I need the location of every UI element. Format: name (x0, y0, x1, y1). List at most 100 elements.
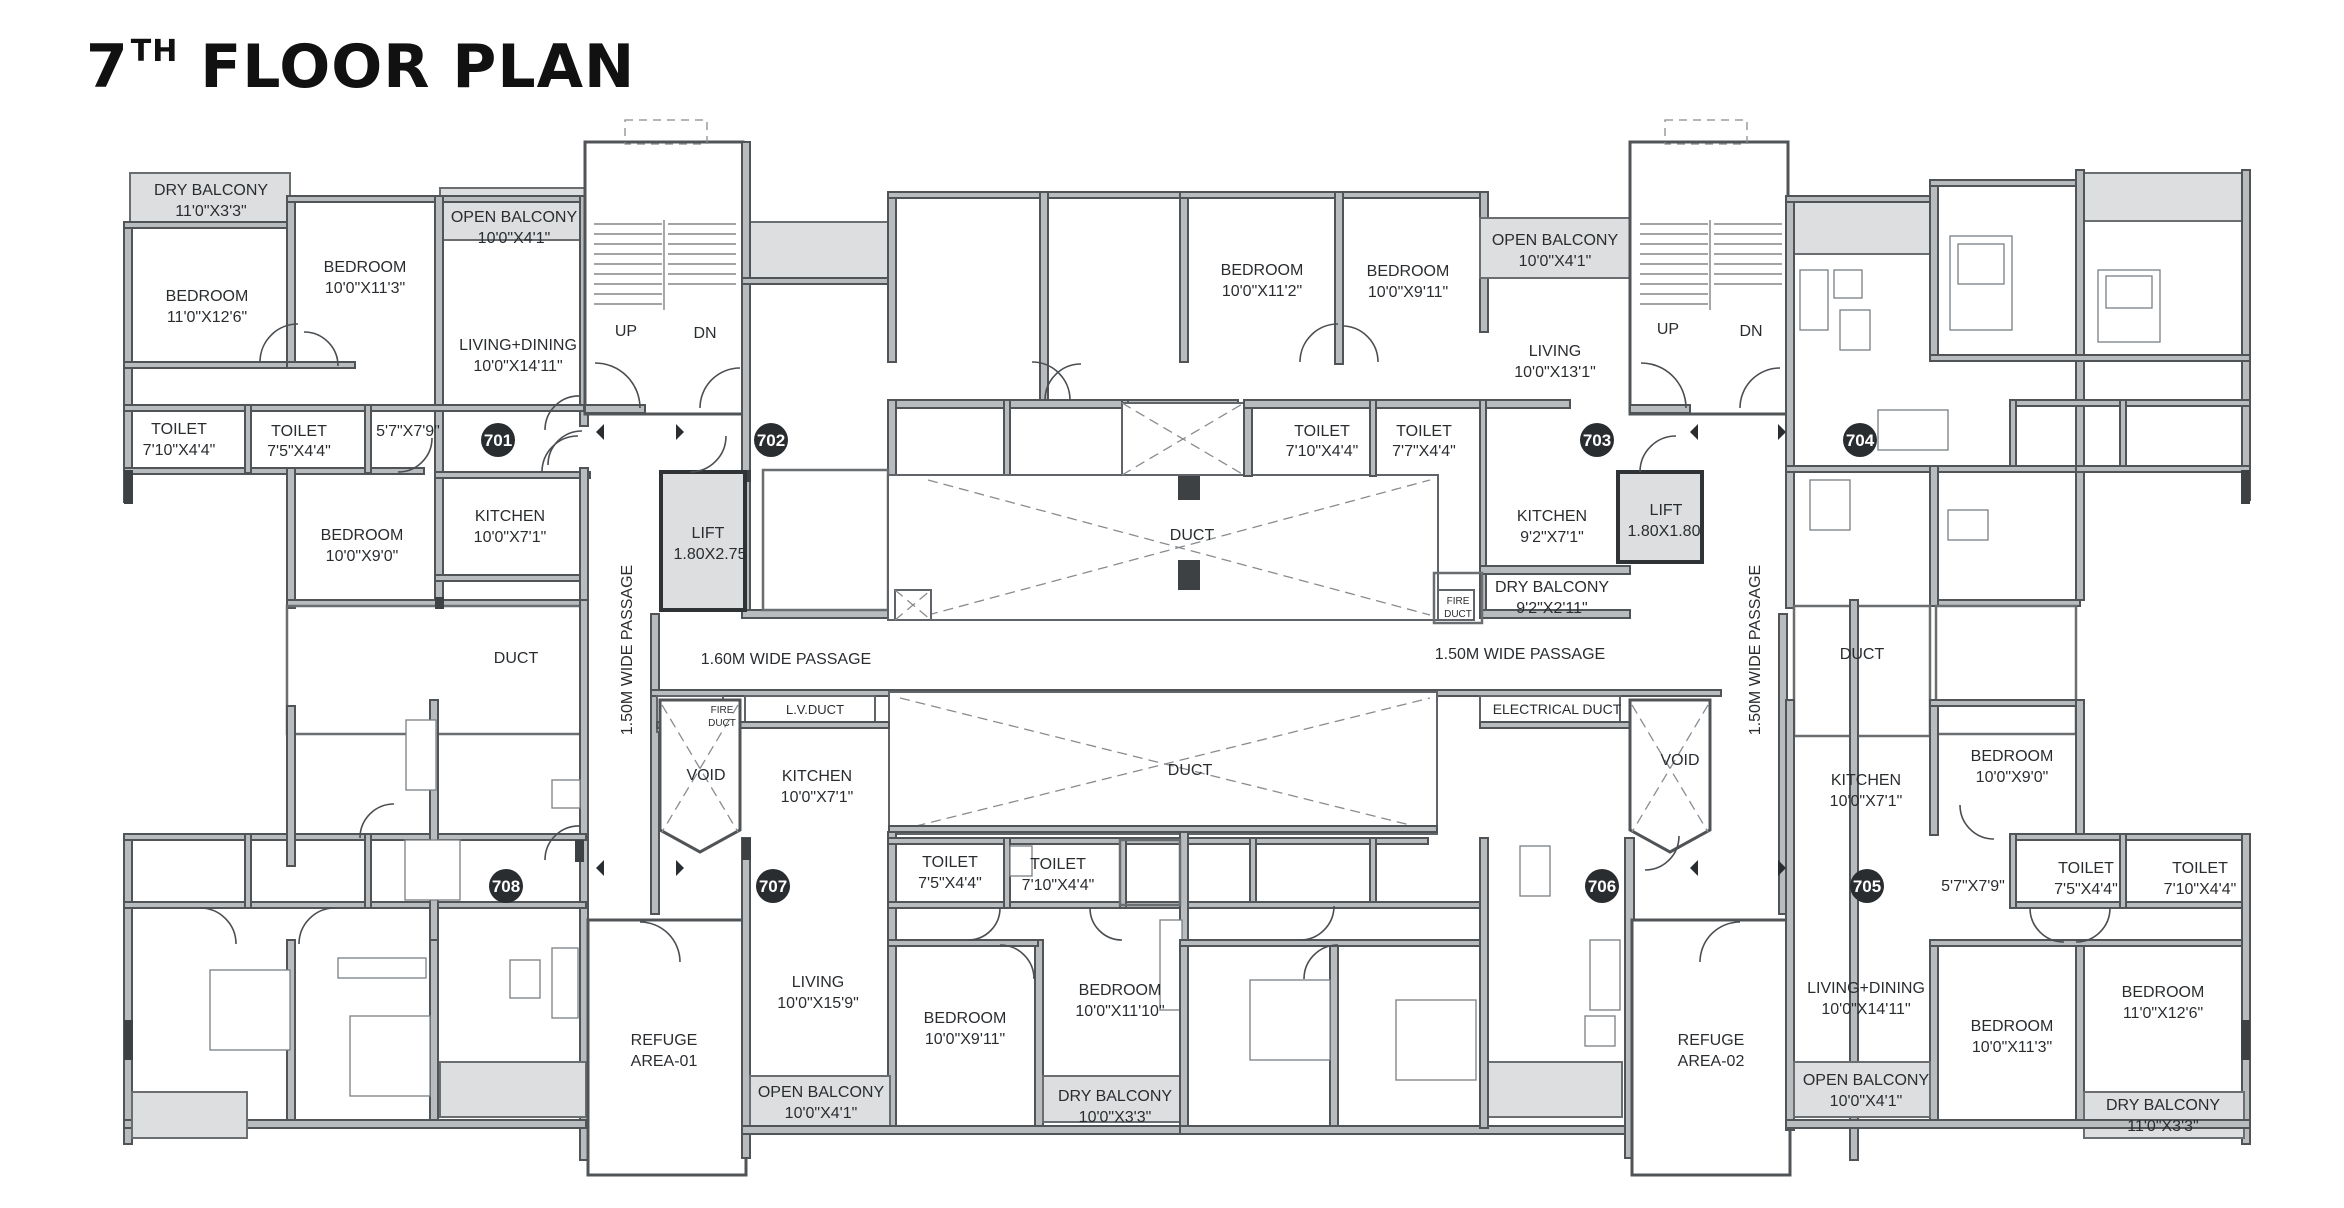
void-left-label: VOID (686, 767, 725, 784)
unit-707-furniture (1009, 845, 1183, 1011)
unit-706-walls (1179, 837, 1635, 1159)
unit-badge-706: 706 (1585, 869, 1619, 903)
fire-duct-top-line1: FIRE (1447, 596, 1470, 607)
unit-badge-703: 703 (1580, 423, 1614, 457)
lv-duct-label: L.V.DUCT (786, 702, 844, 717)
room-label-701-bedroom3-name: BEDROOM (321, 527, 404, 544)
room-label-701-toilet1-name: TOILET (151, 421, 207, 438)
room-label-705-open-balcony-size: 10'0"X4'1" (1830, 1093, 1903, 1110)
room-label-701-toilet1-size: 7'10"X4'4" (143, 442, 216, 459)
room-label-703-dry-balcony-size: 9'2"X2'11" (1516, 600, 1587, 617)
duct-top-shaft (887, 402, 1439, 621)
room-label-707-kitchen-name: KITCHEN (782, 768, 852, 785)
passage-right-label: 1.50M WIDE PASSAGE (1435, 646, 1605, 663)
room-label-705-bedroom1-name: BEDROOM (1971, 748, 2054, 765)
unit-badge-704: 704 (1843, 423, 1877, 457)
unit-703-walls (1179, 191, 1634, 625)
room-label-707-toilet1-name: TOILET (922, 854, 978, 871)
room-label-701-passage: 5'7"X7'9" (376, 423, 440, 440)
lift-left (659, 470, 747, 612)
room-label-703-bedroom2-name: BEDROOM (1367, 263, 1450, 280)
void-right-label: VOID (1660, 752, 1699, 769)
void-left (658, 698, 742, 854)
unit-705-doors (1959, 804, 2111, 943)
room-label-705-dry-balcony-size: 11'0"X3'3" (2127, 1118, 2198, 1135)
room-label-707-bedroom1-name: BEDROOM (924, 1010, 1007, 1027)
unit-badge-708: 708 (489, 869, 523, 903)
passage-vertical-left-label: 1.50M WIDE PASSAGE (619, 565, 636, 735)
room-label-703-kitchen-name: KITCHEN (1517, 508, 1587, 525)
title-text: FLOOR PLAN (200, 32, 636, 102)
duct-left-label: DUCT (494, 650, 539, 667)
duct-top-label: DUCT (1170, 527, 1215, 544)
page-title: 7TH FLOOR PLAN (86, 32, 635, 102)
duct-bottom-label: DUCT (1168, 762, 1213, 779)
room-label-707-bedroom1-size: 10'0"X9'11" (925, 1031, 1005, 1048)
room-label-707-open-balcony-name: OPEN BALCONY (758, 1084, 885, 1101)
refuge-area-01-line2: AREA-01 (631, 1053, 698, 1070)
unit-706-doors (1299, 835, 1680, 980)
room-label-703-bedroom1-size: 10'0"X11'2" (1222, 283, 1302, 300)
room-label-705-bedroom2-name: BEDROOM (1971, 1018, 2054, 1035)
room-label-707-kitchen-size: 10'0"X7'1" (781, 789, 854, 806)
unit-708-doors (199, 803, 581, 945)
room-label-701-bedroom3-size: 10'0"X9'0" (326, 548, 399, 565)
unit-badge-707: 707 (756, 869, 790, 903)
unit-702-703-doors (689, 323, 1677, 473)
unit-706-furniture (1249, 845, 1621, 1081)
bottom-duct-block (650, 689, 1722, 835)
room-label-705-living-size: 10'0"X14'11" (1821, 1001, 1910, 1018)
unit-707-doors (967, 907, 1123, 980)
svg-text:702: 702 (757, 431, 785, 450)
fire-duct-top (1437, 589, 1475, 621)
staircase-right (1628, 119, 1790, 416)
stair-left-up-label: UP (615, 323, 637, 340)
room-label-701-living-name: LIVING+DINING (459, 337, 577, 354)
room-label-703-living-name: LIVING (1529, 343, 1581, 360)
room-label-703-toilet2-size: 7'7"X4'4" (1392, 443, 1456, 460)
room-label-707-living-size: 10'0"X15'9" (777, 995, 859, 1012)
unit-badge-702: 702 (754, 423, 788, 457)
room-label-705-dry-balcony-name: DRY BALCONY (2106, 1097, 2220, 1114)
svg-text:703: 703 (1583, 431, 1611, 450)
room-label-701-bedroom2-size: 10'0"X11'3" (325, 280, 405, 297)
unit-707-walls (741, 831, 1429, 1159)
room-label-703-dry-balcony-name: DRY BALCONY (1495, 579, 1609, 596)
circulation-arrows (596, 424, 1786, 876)
room-label-701-dry-balcony-name: DRY BALCONY (154, 182, 268, 199)
stair-right-dn-label: DN (1739, 323, 1762, 340)
room-label-701-toilet2-name: TOILET (271, 423, 327, 440)
room-label-707-toilet2-size: 7'10"X4'4" (1022, 877, 1095, 894)
svg-text:701: 701 (484, 431, 512, 450)
room-label-705-passage: 5'7"X7'9" (1941, 878, 2005, 895)
room-label-703-toilet1-name: TOILET (1294, 423, 1350, 440)
room-label-705-kitchen-name: KITCHEN (1831, 772, 1901, 789)
lift-left-size: 1.80X2.75 (674, 546, 747, 563)
room-label-705-kitchen-size: 10'0"X7'1" (1830, 793, 1903, 810)
lift-left-name: LIFT (692, 525, 725, 542)
lift-right-size: 1.80X1.80 (1628, 523, 1701, 540)
room-label-701-bedroom1-size: 11'0"X12'6" (167, 309, 247, 326)
room-label-707-dry-balcony-name: DRY BALCONY (1058, 1088, 1172, 1105)
unit-704-furniture (1799, 235, 2161, 541)
room-label-705-toilet2-size: 7'10"X4'4" (2164, 881, 2237, 898)
room-label-701-kitchen-name: KITCHEN (475, 508, 545, 525)
room-label-701-toilet2-size: 7'5"X4'4" (267, 443, 331, 460)
room-label-701-dry-balcony-size: 11'0"X3'3" (175, 203, 246, 220)
room-label-707-bedroom2-size: 10'0"X11'10" (1075, 1003, 1164, 1020)
room-label-705-toilet2-name: TOILET (2172, 860, 2228, 877)
room-label-701-open-balcony-size: 10'0"X4'1" (478, 230, 551, 247)
room-label-705-bedroom3-size: 11'0"X12'6" (2123, 1005, 2203, 1022)
room-label-705-living-name: LIVING+DINING (1807, 980, 1925, 997)
room-label-703-bedroom1-name: BEDROOM (1221, 262, 1304, 279)
stair-right-up-label: UP (1657, 321, 1679, 338)
unit-badge-705: 705 (1850, 869, 1884, 903)
refuge-area-02 (1630, 918, 1792, 1177)
refuge-area-01 (586, 918, 748, 1177)
room-label-703-bedroom2-size: 10'0"X9'11" (1368, 284, 1448, 301)
passage-left-label: 1.60M WIDE PASSAGE (701, 651, 871, 668)
fire-duct-bottom-line2: DUCT (708, 718, 736, 729)
room-label-707-open-balcony-size: 10'0"X4'1" (785, 1105, 858, 1122)
room-label-703-toilet1-size: 7'10"X4'4" (1286, 443, 1359, 460)
